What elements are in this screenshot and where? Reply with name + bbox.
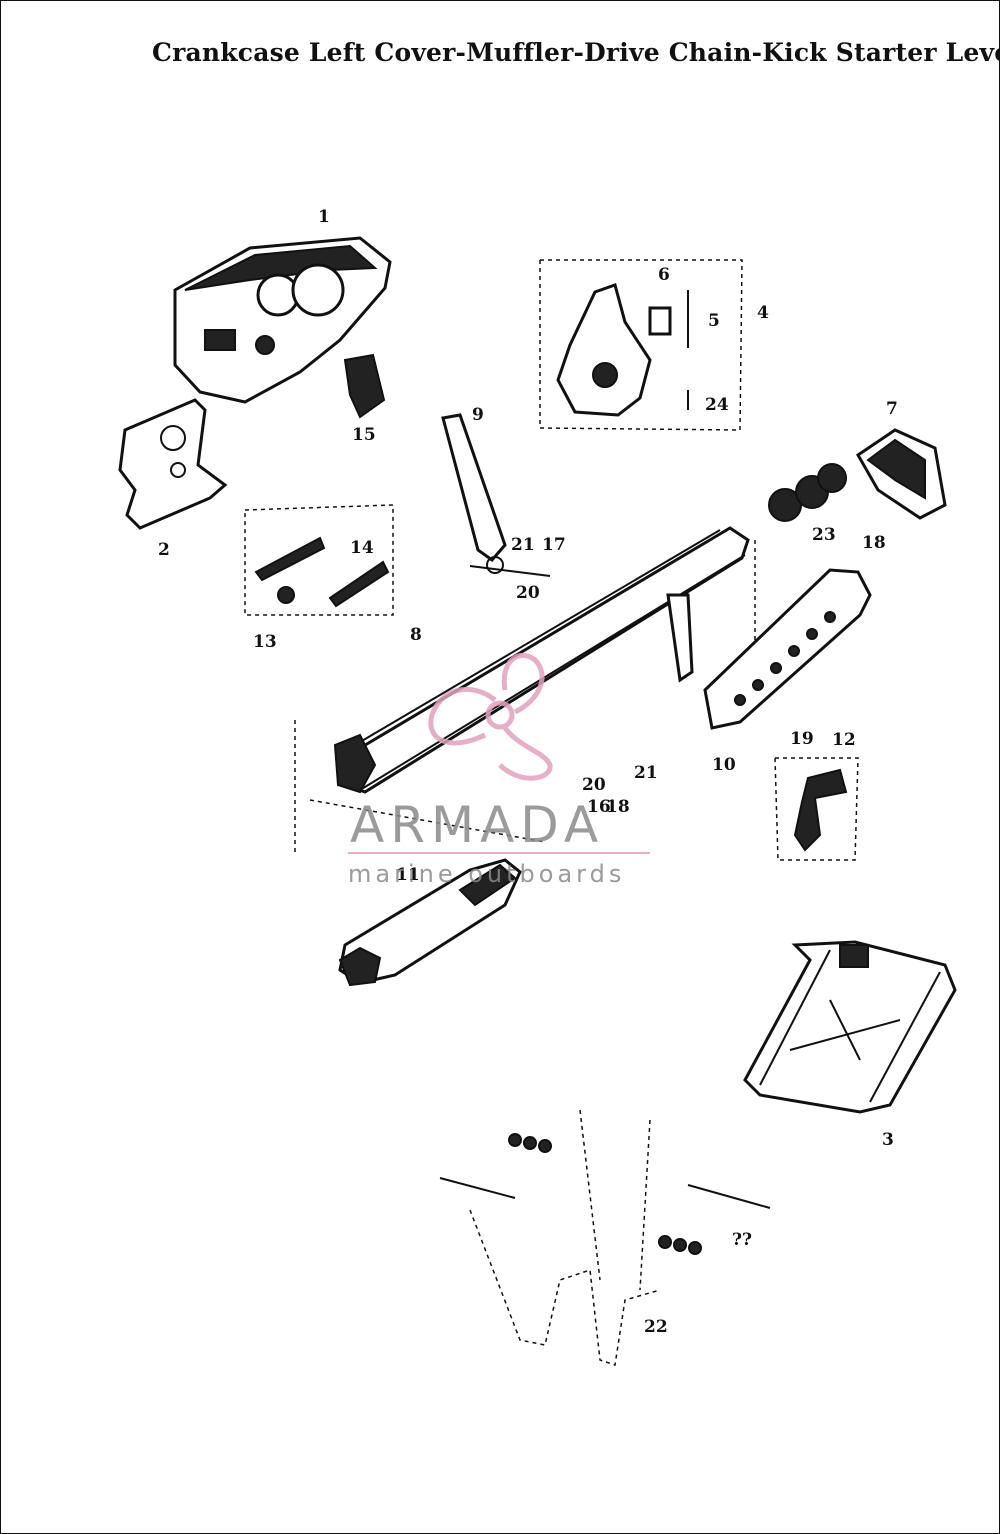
callout-2: 2 [158, 540, 170, 560]
propeller-logo-icon [428, 652, 553, 781]
callout-20-lower: 20 [582, 775, 606, 795]
callout-15: 15 [352, 425, 376, 445]
callout-20-upper: 20 [516, 583, 540, 603]
kick-starter-lever [774, 757, 859, 861]
callout-labels: 1 2 3 4 5 6 7 8 9 10 11 12 13 14 15 16 1… [158, 207, 898, 1337]
callout-16: 16 [587, 797, 611, 817]
fittings-box [244, 504, 394, 616]
end-cap [856, 428, 947, 520]
callout-1: 1 [318, 207, 330, 227]
gasket [118, 398, 228, 530]
callout-5: 5 [708, 311, 720, 331]
muffler [338, 858, 522, 987]
watermark-tagline: marine outboards [348, 860, 625, 888]
callout-17: 17 [542, 535, 566, 555]
callout-12: 12 [832, 730, 856, 750]
callout-13: 13 [253, 632, 277, 652]
callout-8: 8 [410, 625, 422, 645]
chain-guide [703, 568, 872, 730]
callout-3: 3 [882, 1130, 894, 1150]
skid-plate [743, 940, 957, 1114]
bracket-15 [343, 353, 386, 419]
callout-6: 6 [658, 265, 670, 285]
crankcase-left-cover [173, 236, 392, 404]
watermark-brand: ARMADA [350, 796, 604, 854]
watermark: ARMADA marine outboards [348, 652, 650, 888]
callout-9: 9 [472, 405, 484, 425]
callout-21-lower: 21 [634, 763, 658, 783]
callout-23: 23 [812, 525, 836, 545]
callout-7: 7 [886, 399, 898, 419]
bearing-23 [768, 463, 847, 522]
callout-22: 22 [644, 1317, 668, 1337]
callout-19: 19 [790, 729, 814, 749]
callout-4: 4 [757, 303, 769, 323]
sprocket-assembly [539, 259, 743, 431]
tensioner-rod [441, 413, 551, 577]
mounting-bracket [439, 1109, 771, 1366]
callout-18-lower: 18 [606, 797, 630, 817]
callout-18-upper: 18 [862, 533, 886, 553]
callout-21-upper: 21 [511, 535, 535, 555]
callout-unknown: ?? [732, 1230, 752, 1250]
diagram-title: Crankcase Left Cover-Muffler-Drive Chain… [152, 38, 1000, 67]
callout-14: 14 [350, 538, 374, 558]
callout-10: 10 [712, 755, 736, 775]
callout-11: 11 [396, 865, 420, 885]
drive-chain-case [294, 526, 756, 855]
callout-24: 24 [705, 395, 729, 415]
